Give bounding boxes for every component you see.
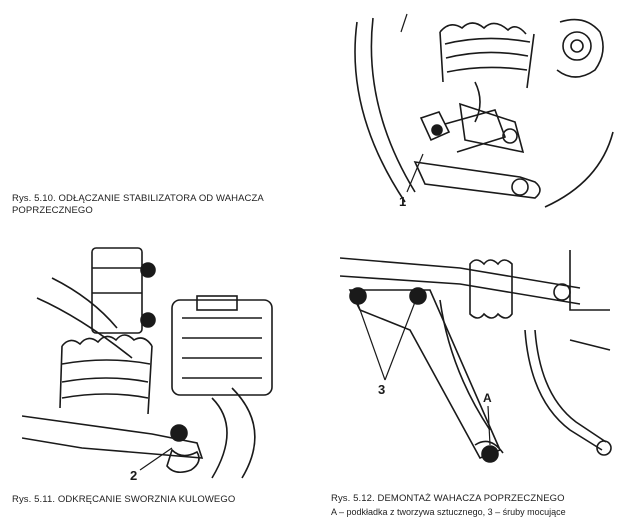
- figure-5-12-illustration: 3 A: [340, 240, 615, 485]
- control-arm-removal-drawing: 3 A: [340, 250, 612, 463]
- caption-title: DEMONTAŻ WAHACZA POPRZECZNEGO: [377, 493, 565, 504]
- ball-joint-unscrew-drawing: 2: [22, 247, 273, 483]
- figure-5-12-legend: A – podkładka z tworzywa sztucznego, 3 –…: [331, 507, 566, 517]
- figure-5-10-caption: Rys. 5.10. ODŁĄCZANIE STABILIZATORA OD W…: [12, 193, 342, 217]
- figure-5-11-caption: Rys. 5.11. ODKRĘCANIE SWORZNIA KULOWEGO: [12, 494, 312, 506]
- figure-5-10-illustration: 1: [345, 12, 615, 212]
- caption-number: Rys. 5.12.: [331, 493, 375, 504]
- figure-5-11-illustration: 2: [22, 238, 312, 483]
- caption-number: Rys. 5.11.: [12, 494, 56, 505]
- caption-title: ODKRĘCANIE SWORZNIA KULOWEGO: [57, 494, 236, 505]
- figure-5-12-caption: Rys. 5.12. DEMONTAŻ WAHACZA POPRZECZNEGO: [331, 493, 616, 505]
- callout-1-label: 1: [399, 194, 406, 209]
- callout-1-leader: [406, 153, 424, 193]
- caption-number: Rys. 5.10.: [12, 193, 56, 204]
- callout-A-label: A: [483, 391, 492, 405]
- callout-3-label: 3: [378, 382, 385, 397]
- callout-2-leader: [139, 447, 173, 471]
- stabilizer-disconnect-drawing: 1: [354, 13, 614, 209]
- callout-2-label: 2: [130, 468, 137, 483]
- caption-title: ODŁĄCZANIE STABILIZATORA OD WAHACZA POPR…: [12, 193, 264, 216]
